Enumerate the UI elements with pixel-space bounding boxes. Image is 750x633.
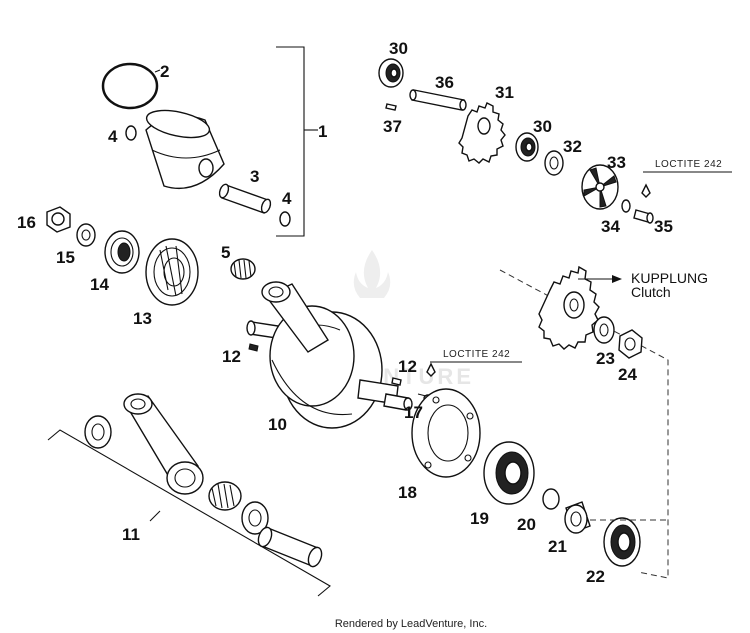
woodruff-key-right (391, 377, 402, 386)
callout-1: 1 (318, 122, 327, 141)
svg-text:LOCTITE 242: LOCTITE 242 (655, 159, 722, 170)
main-bearing-13 (145, 238, 199, 306)
primary-gear (538, 265, 600, 350)
loctite-note-mid: LOCTITE 242 (426, 349, 522, 377)
callout-19: 19 (470, 509, 489, 528)
callout-30a: 30 (389, 39, 408, 58)
callout-3: 3 (250, 167, 259, 186)
callout-11: 11 (122, 525, 140, 544)
callout-34: 34 (601, 217, 620, 236)
crankshaft-assembly (246, 281, 413, 429)
callout-5: 5 (221, 243, 230, 262)
clutch-label-en: Clutch (631, 284, 671, 300)
bearing-30-mid (515, 132, 539, 162)
needle-bearing-rod (208, 481, 242, 511)
bushing-21 (564, 501, 591, 534)
circlip-right (279, 211, 291, 227)
callout-13: 13 (133, 309, 152, 328)
callout-2: 2 (160, 62, 169, 81)
shaft-seal-22 (603, 517, 641, 567)
callout-33: 33 (607, 153, 626, 172)
piston-ring (101, 62, 159, 110)
seal-32 (544, 150, 564, 176)
callout-30b: 30 (533, 117, 552, 136)
svg-text:LOCTITE 242: LOCTITE 242 (443, 349, 510, 360)
callout-15: 15 (56, 248, 75, 267)
loctite-note-top: LOCTITE 242 (641, 159, 732, 198)
washer-15 (76, 223, 96, 247)
callout-12a: 12 (222, 347, 241, 366)
callout-12b: 12 (398, 357, 417, 376)
callout-20: 20 (517, 515, 536, 534)
o-ring-20 (542, 488, 560, 510)
callout-14: 14 (90, 275, 109, 294)
callout-22: 22 (586, 567, 605, 586)
bearing-30-top (378, 58, 404, 88)
shaft-seal-14 (104, 230, 140, 274)
washer-34 (621, 199, 631, 213)
bracket-item-1 (276, 46, 305, 237)
callout-16: 16 (17, 213, 36, 232)
needle-bearing-5 (230, 258, 256, 280)
crank-nut (46, 206, 71, 233)
callout-24: 24 (618, 365, 637, 384)
footer-credit: Rendered by LeadVenture, Inc. (335, 618, 487, 630)
pump-gear (458, 102, 506, 164)
callout-10: 10 (268, 415, 287, 434)
impeller (581, 164, 619, 210)
callout-23: 23 (596, 349, 615, 368)
callout-17: 17 (404, 403, 423, 422)
piston (145, 109, 225, 190)
gear-nut (618, 329, 643, 359)
clutch-label-de: KUPPLUNG (631, 270, 708, 286)
thrust-washer-left (84, 415, 112, 449)
crank-pin (257, 526, 323, 568)
callout-18: 18 (398, 483, 417, 502)
callout-35: 35 (654, 217, 673, 236)
callout-21: 21 (548, 537, 567, 556)
callout-31: 31 (495, 83, 514, 102)
callout-37: 37 (383, 117, 402, 136)
callout-32: 32 (563, 137, 582, 156)
impeller-bolt (633, 209, 654, 224)
pin-37 (385, 103, 397, 111)
woodruff-key-left (248, 343, 259, 352)
thrust-washer-right (241, 501, 269, 535)
water-pump-shaft (409, 89, 467, 111)
bracket-item-11 (47, 429, 331, 597)
callout-36: 36 (435, 73, 454, 92)
bearing-cover-plate (411, 388, 481, 478)
connecting-rod (123, 393, 204, 495)
circlip-left (125, 125, 137, 141)
callout-4b: 4 (282, 189, 292, 208)
main-bearing-19 (483, 441, 535, 505)
washer-23 (593, 316, 615, 344)
callout-4a: 4 (108, 127, 118, 146)
piston-pin (218, 183, 272, 214)
